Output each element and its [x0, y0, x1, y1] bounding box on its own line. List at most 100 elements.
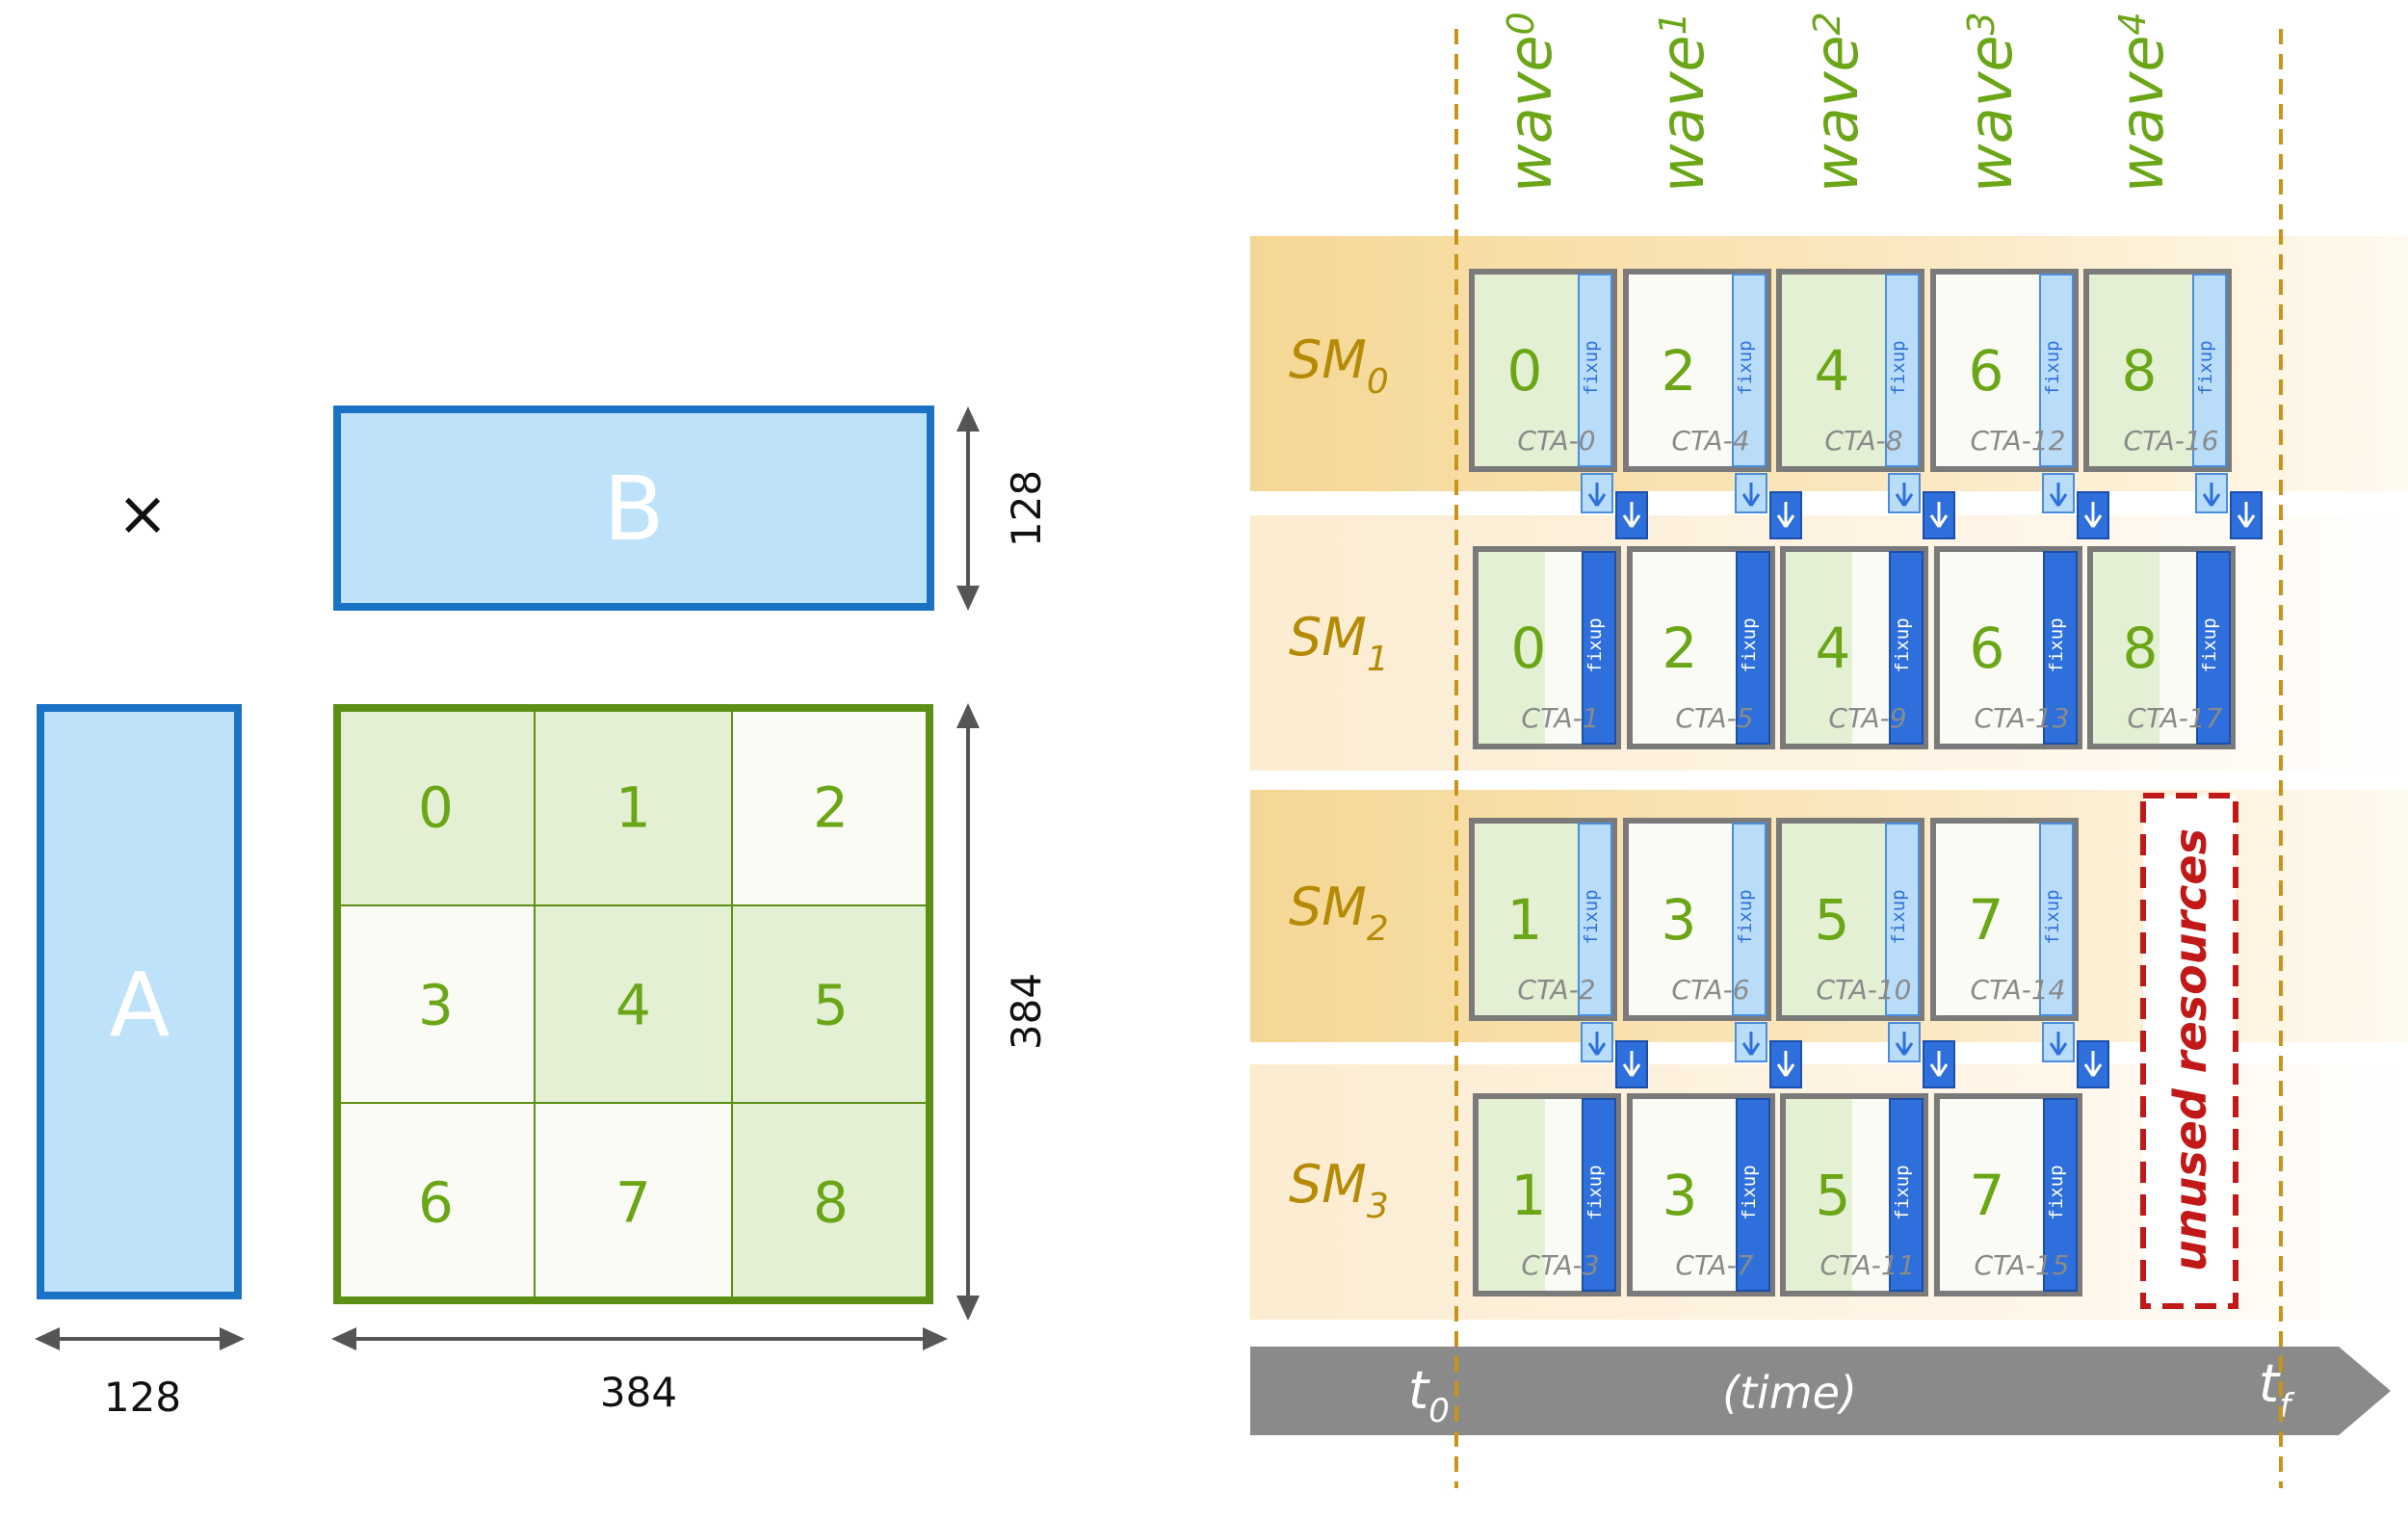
c-tile-label: 1	[615, 775, 651, 841]
c-tile-label: 2	[813, 775, 849, 841]
fixup-arrow	[1735, 473, 1802, 539]
cta-blocks: fixup0CTA-0fixup2CTA-4fixup4CTA-8fixup6C…	[1469, 269, 2263, 1296]
b-height-label: 128	[1003, 470, 1050, 547]
wave-label-3: wave3	[1955, 12, 2026, 193]
fixup-strip	[1736, 1098, 1770, 1292]
cta-id-label: CTA-11	[1820, 1249, 1916, 1281]
c-tile-5: 5	[731, 904, 930, 1104]
cta-id-label: CTA-9	[1828, 702, 1906, 734]
sm-label-0: SM0	[1289, 329, 1389, 402]
cta-tile-number: 8	[2122, 338, 2158, 404]
cta-tile-number: 3	[1662, 1163, 1698, 1228]
wave-label-2: wave2	[1801, 12, 1871, 193]
fixup-label: fixup	[2042, 340, 2063, 395]
multiply-symbol: ×	[117, 479, 169, 550]
fixup-strip	[1582, 1098, 1616, 1292]
cta-id-label: CTA-3	[1521, 1249, 1599, 1281]
cta-id-label: CTA-16	[2124, 425, 2219, 457]
fixup-strip	[1578, 823, 1612, 1016]
c-tile-label: 4	[615, 973, 651, 1038]
fixup-label: fixup	[2199, 617, 2220, 672]
cta-tile-number: 0	[1507, 338, 1543, 404]
fixup-strip	[1889, 1098, 1924, 1292]
cta-tile-number: 3	[1662, 887, 1697, 953]
fixup-strip	[2192, 274, 2227, 467]
cta-id-label: CTA-8	[1824, 425, 1902, 457]
cta-id-label: CTA-4	[1671, 425, 1749, 457]
c-tile-4: 4	[534, 904, 733, 1104]
wave-label-4: wave4	[2107, 12, 2177, 193]
fixup-strip	[2039, 274, 2074, 467]
c-tile-label: 3	[418, 973, 454, 1038]
cta-id-label: CTA-15	[1975, 1249, 2070, 1281]
c-tile-label: 8	[813, 1170, 849, 1236]
c-tile-3: 3	[336, 904, 536, 1104]
cta-tile-number: 4	[1816, 615, 1851, 681]
fixup-arrow	[1888, 473, 1955, 539]
wave-label-0: wave0	[1495, 12, 1565, 193]
a-width-label: 128	[104, 1374, 181, 1421]
cta-id-label: CTA-2	[1517, 974, 1595, 1006]
cta-id-label: CTA-13	[1975, 702, 2070, 734]
matrix-a	[37, 704, 242, 1299]
fixup-label: fixup	[1735, 889, 1756, 944]
c-tile-8: 8	[731, 1102, 930, 1301]
fixup-strip	[1885, 823, 1920, 1016]
fixup-strip	[2039, 823, 2074, 1016]
c-tile-label: 0	[418, 775, 454, 841]
c-tile-7: 7	[534, 1102, 733, 1301]
fixup-label: fixup	[1581, 340, 1602, 395]
cta-tile-number: 0	[1511, 615, 1547, 681]
a-width-dimension: 128	[35, 1327, 245, 1421]
fixup-arrow	[1581, 473, 1648, 539]
fixup-arrow	[1888, 1022, 1955, 1088]
cta-tile-number: 2	[1662, 615, 1698, 681]
fixup-arrow	[1581, 1022, 1648, 1088]
fixup-label: fixup	[1584, 1165, 1606, 1219]
cta-tile-number: 1	[1511, 1163, 1547, 1228]
cta-id-label: CTA-14	[1971, 974, 2066, 1006]
fixup-label: fixup	[1581, 889, 1602, 944]
fixup-label: fixup	[2046, 1165, 2067, 1219]
cta-tile-number: 5	[1815, 887, 1850, 953]
fixup-strip	[1732, 823, 1767, 1016]
fixup-strip	[1736, 551, 1770, 745]
cta-tile-number: 8	[2123, 615, 2159, 681]
fixup-strip	[1732, 274, 1767, 467]
fixup-strip	[1889, 551, 1924, 745]
c-tile-1: 1	[534, 707, 733, 906]
cta-id-label: CTA-10	[1817, 974, 1912, 1006]
c-width-label: 384	[600, 1369, 677, 1416]
timeline-arrow	[1250, 1347, 2391, 1435]
c-tile-label: 6	[418, 1170, 454, 1236]
cta-id-label: CTA-12	[1971, 425, 2066, 457]
c-tile-6: 6	[336, 1102, 536, 1301]
cta-tile-number: 5	[1816, 1163, 1851, 1228]
c-height-label: 384	[1003, 973, 1050, 1050]
matrix-c-border	[333, 704, 933, 1304]
wave-label-1: wave1	[1647, 12, 1717, 193]
fixup-arrow	[2042, 1022, 2109, 1088]
c-width-dimension: 384	[331, 1327, 948, 1416]
b-height-dimension: 128	[956, 406, 1050, 611]
fixup-label: fixup	[1739, 617, 1760, 672]
fixup-label: fixup	[2042, 889, 2063, 944]
svg-text:t0: t0	[1408, 1360, 1450, 1430]
time-middle-label: (time)	[1722, 1367, 1857, 1419]
fixup-arrow	[1735, 1022, 1802, 1088]
unused-resources-box	[2140, 793, 2238, 1309]
